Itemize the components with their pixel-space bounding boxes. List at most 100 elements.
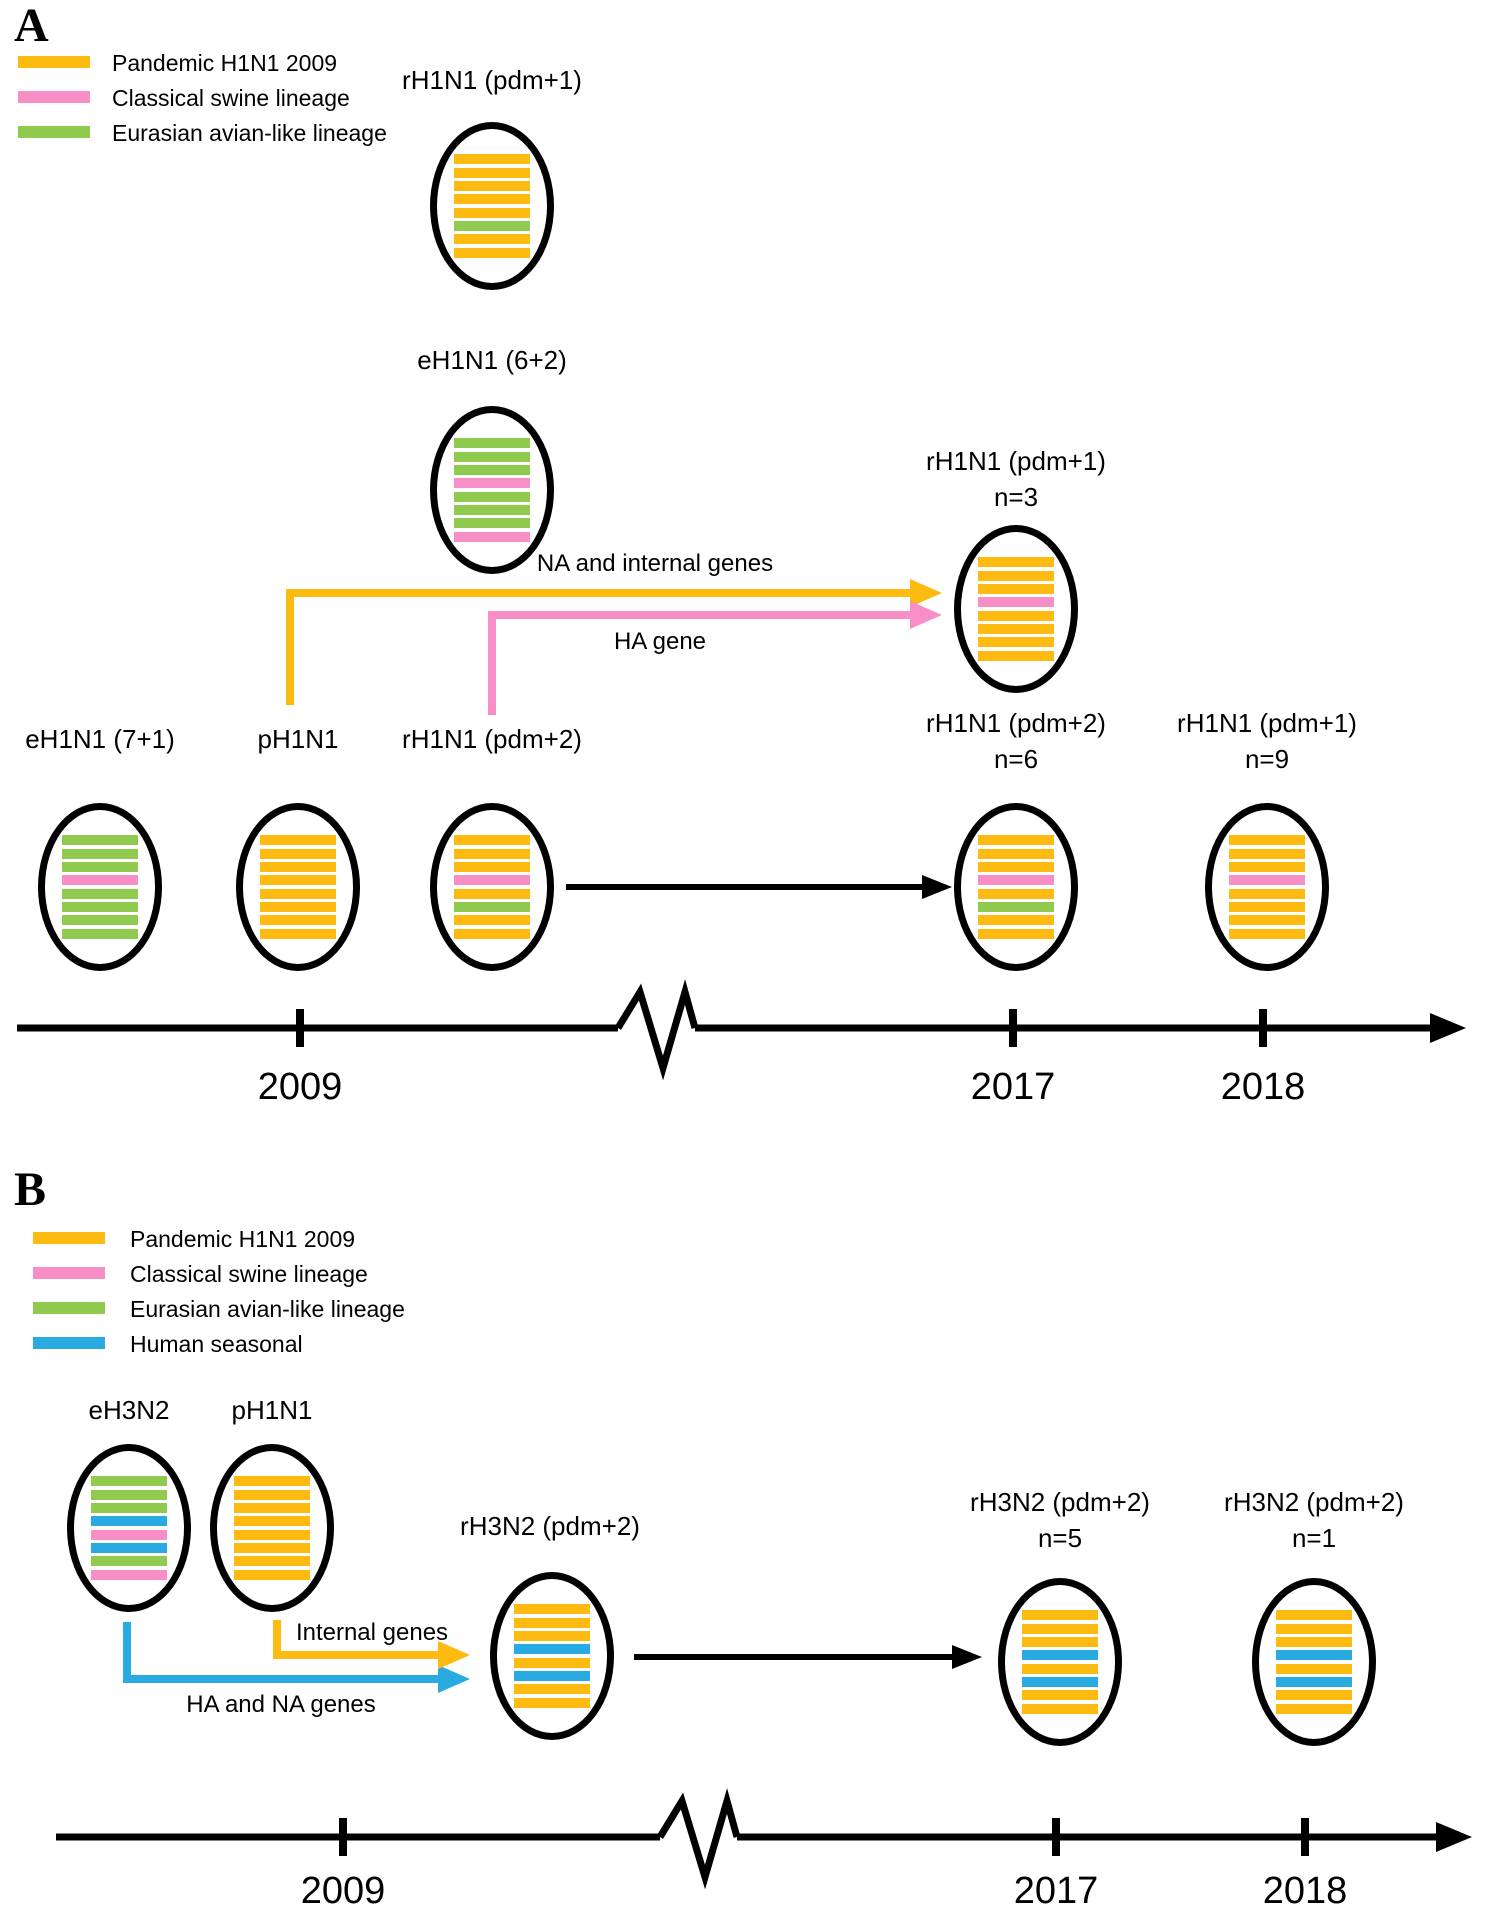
gene-segment-orange bbox=[978, 835, 1054, 846]
virus-rh1n1-pdm1 bbox=[430, 122, 554, 290]
virus-label-rh3n2-pdm2: rH3N2 (pdm+2) bbox=[460, 1511, 640, 1541]
gene-segment-green bbox=[978, 902, 1054, 913]
gene-segment-orange bbox=[1229, 902, 1305, 913]
gene-segment-orange bbox=[234, 1502, 310, 1513]
gene-segment-pink bbox=[978, 597, 1054, 608]
gene-segment-green bbox=[454, 221, 530, 232]
gene-segment-orange bbox=[260, 928, 336, 939]
virus-label-rh1n1-pdm2-n6: rH1N1 (pdm+2) n=6 bbox=[926, 708, 1106, 774]
virus-label-rh1n1-pdm1: rH1N1 (pdm+1) bbox=[402, 65, 582, 95]
gene-segment-green bbox=[91, 1502, 167, 1513]
gene-segment-blue bbox=[1022, 1650, 1098, 1661]
gene-segment-green bbox=[91, 1489, 167, 1500]
gene-segments bbox=[1276, 1610, 1352, 1714]
gene-segment-orange bbox=[234, 1516, 310, 1527]
gene-segment-orange bbox=[514, 1630, 590, 1641]
virus-eh1n1-7-1 bbox=[38, 803, 162, 971]
gene-segment-orange bbox=[234, 1543, 310, 1554]
gene-segment-orange bbox=[1276, 1610, 1352, 1621]
timeline-a-year-2017: 2017 bbox=[970, 1066, 1056, 1108]
gene-segment-green bbox=[91, 1476, 167, 1487]
virus-rh1n1-pdm2-n6 bbox=[954, 803, 1078, 971]
gene-segment-blue bbox=[514, 1644, 590, 1655]
virus-label-rh1n1-pdm2: rH1N1 (pdm+2) bbox=[402, 724, 582, 754]
legend-chip-eurasian-b bbox=[33, 1302, 105, 1314]
legend-chip-human-seasonal-b bbox=[33, 1337, 105, 1349]
gene-segment-pink bbox=[978, 875, 1054, 886]
gene-segment-orange bbox=[454, 154, 530, 165]
virus-ph1n1-b bbox=[210, 1444, 334, 1612]
virus-label-rh3n2-pdm2-n5: rH3N2 (pdm+2) n=5 bbox=[970, 1487, 1150, 1553]
gene-segment-blue bbox=[91, 1543, 167, 1554]
timeline-b-year-2009: 2009 bbox=[300, 1870, 386, 1912]
gene-segment-green bbox=[454, 464, 530, 475]
gene-segment-pink bbox=[454, 531, 530, 542]
timeline-a-year-2009: 2009 bbox=[257, 1066, 343, 1108]
evolution-arrowhead-a bbox=[922, 875, 952, 899]
gene-segments bbox=[454, 835, 530, 939]
virus-rh3n2-pdm2-n5 bbox=[998, 1578, 1122, 1746]
arrow-label-na-internal-genes: NA and internal genes bbox=[536, 550, 774, 577]
gene-segment-green bbox=[454, 438, 530, 449]
gene-segment-orange bbox=[260, 902, 336, 913]
legend-label-eurasian-b: Eurasian avian-like lineage bbox=[130, 1296, 405, 1322]
gene-segments bbox=[454, 154, 530, 258]
gene-segment-green bbox=[62, 848, 138, 859]
gene-segment-blue bbox=[1276, 1650, 1352, 1661]
gene-segment-orange bbox=[454, 194, 530, 205]
gene-segment-orange bbox=[260, 848, 336, 859]
gene-segment-pink bbox=[91, 1529, 167, 1540]
gene-segment-orange bbox=[260, 888, 336, 899]
gene-segment-green bbox=[454, 505, 530, 516]
gene-segment-orange bbox=[514, 1617, 590, 1628]
gene-segment-blue bbox=[91, 1516, 167, 1527]
gene-segment-orange bbox=[234, 1476, 310, 1487]
gene-segment-orange bbox=[454, 915, 530, 926]
legend-chip-classical-a bbox=[18, 91, 90, 103]
gene-segment-orange bbox=[1229, 915, 1305, 926]
virus-ph1n1-a bbox=[236, 803, 360, 971]
gene-segment-orange bbox=[454, 167, 530, 178]
gene-segment-orange bbox=[978, 557, 1054, 568]
legend-chip-pandemic-a bbox=[18, 56, 90, 68]
gene-segment-orange bbox=[260, 861, 336, 872]
gene-segment-orange bbox=[234, 1489, 310, 1500]
gene-segment-orange bbox=[1276, 1636, 1352, 1647]
gene-segment-orange bbox=[1022, 1663, 1098, 1674]
gene-segment-orange bbox=[1229, 888, 1305, 899]
gene-flow-arrowhead-orange-a bbox=[910, 579, 942, 607]
gene-segment-green bbox=[62, 835, 138, 846]
virus-rh3n2-pdm2-n1 bbox=[1252, 1578, 1376, 1746]
virus-label-rh1n1-pdm1-n9: rH1N1 (pdm+1) n=9 bbox=[1177, 708, 1357, 774]
arrow-label-internal-genes: Internal genes bbox=[295, 1619, 449, 1646]
gene-segment-green bbox=[62, 888, 138, 899]
gene-segment-orange bbox=[978, 650, 1054, 661]
gene-segment-orange bbox=[454, 207, 530, 218]
gene-segment-orange bbox=[234, 1529, 310, 1540]
gene-segment-orange bbox=[514, 1657, 590, 1668]
gene-segment-green bbox=[62, 902, 138, 913]
gene-segment-orange bbox=[1229, 861, 1305, 872]
gene-segments bbox=[234, 1476, 310, 1580]
gene-segment-orange bbox=[978, 637, 1054, 648]
gene-segment-orange bbox=[978, 861, 1054, 872]
gene-segments bbox=[514, 1604, 590, 1708]
virus-rh1n1-pdm2 bbox=[430, 803, 554, 971]
gene-segment-orange bbox=[514, 1684, 590, 1695]
legend-label-classical-a: Classical swine lineage bbox=[112, 85, 350, 111]
gene-segment-orange bbox=[454, 888, 530, 899]
gene-segment-pink bbox=[91, 1569, 167, 1580]
gene-segment-orange bbox=[1229, 835, 1305, 846]
gene-segment-orange bbox=[1276, 1703, 1352, 1714]
timeline-b-break bbox=[657, 1788, 741, 1890]
virus-eh1n1-6-2 bbox=[430, 406, 554, 574]
gene-segment-orange bbox=[514, 1604, 590, 1615]
timeline-a-break bbox=[615, 979, 699, 1081]
gene-segment-orange bbox=[454, 861, 530, 872]
gene-segment-orange bbox=[1276, 1663, 1352, 1674]
gene-segments bbox=[978, 557, 1054, 661]
gene-segment-orange bbox=[260, 915, 336, 926]
gene-segment-green bbox=[454, 518, 530, 529]
gene-segment-orange bbox=[978, 583, 1054, 594]
legend-label-human-seasonal-b: Human seasonal bbox=[130, 1331, 303, 1357]
